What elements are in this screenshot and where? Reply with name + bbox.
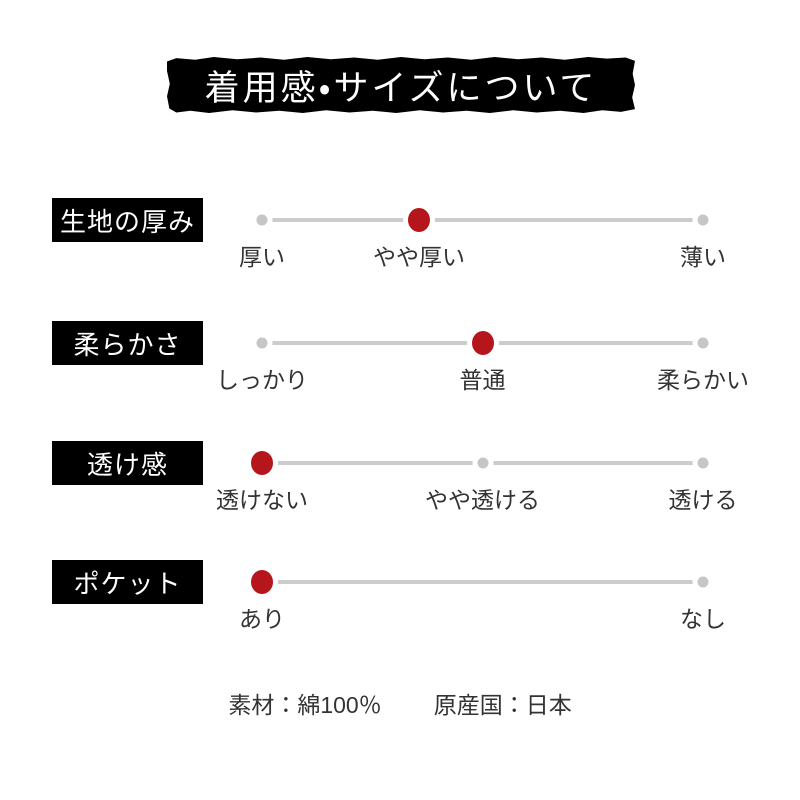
scale-dot [697, 457, 709, 469]
attribute-label-box: 柔らかさ [52, 321, 203, 365]
rating-scale: 厚い やや厚い 薄い [239, 198, 726, 298]
attribute-label: 透け感 [86, 450, 168, 481]
scale-dot [697, 337, 709, 349]
scale-dot [256, 214, 268, 226]
scale-option-label: 透けない [216, 487, 308, 513]
attribute-row-pocket: ポケット あり なし [0, 560, 800, 660]
scale-dot [477, 457, 488, 469]
scale-option-label: 透ける [668, 487, 738, 513]
scale-option-label: 普通 [459, 367, 506, 393]
page-title: 着用感・サイズについて [204, 68, 598, 109]
origin-text: 原産国：日本 [433, 692, 572, 718]
product-details: 素材：綿100％ 原産国：日本 [0, 686, 800, 720]
section-title-banner: 着用感・サイズについて [167, 57, 635, 113]
attribute-label: 柔らかさ [73, 330, 182, 361]
scale-option-label: やや厚い [372, 244, 465, 270]
rating-scale: 透けない やや透ける 透ける [216, 441, 738, 541]
scale-option-label: 柔らかい [657, 367, 749, 393]
scale-dot-selected [407, 208, 430, 232]
scale-track [262, 218, 703, 222]
scale-option-label: しっかり [216, 367, 308, 393]
scale-option-label: 厚い [239, 244, 285, 270]
scale-track [262, 580, 703, 584]
scale-option-label: やや透ける [425, 487, 540, 513]
scale-option-label: あり [239, 606, 285, 632]
rating-scale: しっかり 普通 柔らかい [216, 321, 749, 421]
attribute-label-box: 透け感 [52, 441, 203, 485]
scale-dot-selected [251, 570, 273, 594]
attribute-label: 生地の厚み [59, 207, 195, 238]
attribute-row-softness: 柔らかさ しっかり 普通 柔らかい [0, 321, 800, 421]
scale-option-label: なし [680, 606, 726, 632]
attribute-row-sheerness: 透け感 透けない やや透ける 透ける [0, 441, 800, 541]
attribute-label: ポケット [73, 569, 182, 600]
scale-dot-selected [471, 331, 494, 355]
scale-dot [697, 214, 709, 226]
scale-dot [256, 337, 268, 349]
rating-scale: あり なし [239, 560, 726, 660]
attribute-label-box: ポケット [52, 560, 203, 604]
material-text: 素材：綿100％ [228, 692, 382, 718]
scale-dot-selected [251, 451, 273, 475]
scale-option-label: 薄い [680, 244, 726, 270]
scale-dot [697, 576, 709, 588]
attribute-row-fabric-thickness: 生地の厚み 厚い やや厚い 薄い [0, 198, 800, 298]
attribute-label-box: 生地の厚み [52, 198, 203, 242]
